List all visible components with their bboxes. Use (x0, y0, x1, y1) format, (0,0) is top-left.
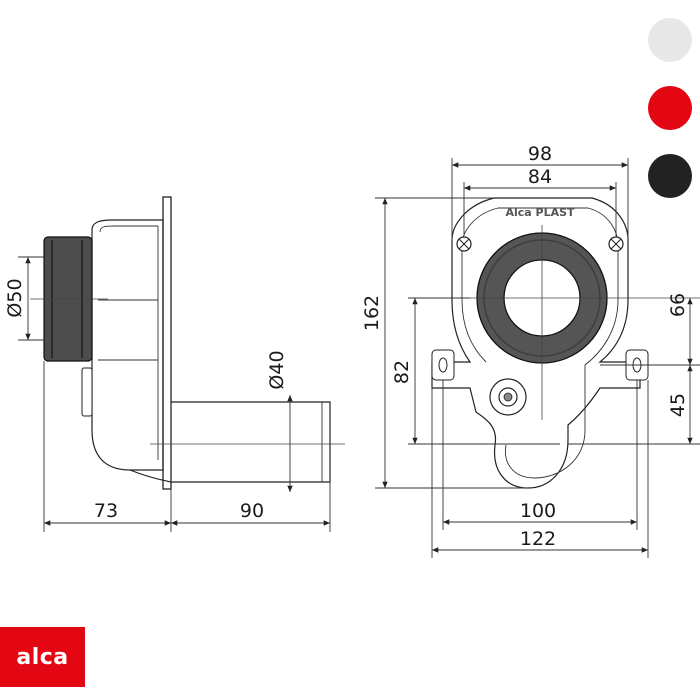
dim-width: 73 (94, 500, 118, 522)
dim-inner-height: 82 (391, 360, 413, 384)
front-view: Alca PLAST 98 84 162 82 (361, 143, 700, 558)
housing-outline (431, 197, 641, 489)
dim-inlet-diameter: Ø50 (4, 278, 26, 317)
alca-logo: alca (0, 627, 85, 687)
brand-mark: Alca PLAST (505, 206, 575, 219)
color-swatch-black[interactable] (648, 154, 692, 198)
dim-bottom-outer: 122 (520, 528, 556, 550)
color-swatch-red[interactable] (648, 86, 692, 130)
logo-text: alca (16, 644, 69, 670)
dim-bottom-inner: 100 (520, 500, 556, 522)
dim-top-inner: 84 (528, 166, 552, 188)
wall-plate (162, 196, 172, 490)
color-swatch-white[interactable] (648, 18, 692, 62)
dim-outlet-length: 90 (240, 500, 264, 522)
dim-lower-right: 45 (667, 393, 689, 417)
dim-upper-right: 66 (667, 293, 689, 317)
side-view: Ø50 Ø40 73 90 (4, 196, 345, 532)
dim-height: 162 (361, 295, 383, 331)
outlet-pipe (171, 401, 331, 483)
dim-outlet-diameter: Ø40 (266, 350, 288, 389)
siphon-body (91, 219, 164, 471)
dim-top-outer: 98 (528, 143, 552, 165)
clip-latch (81, 367, 93, 417)
